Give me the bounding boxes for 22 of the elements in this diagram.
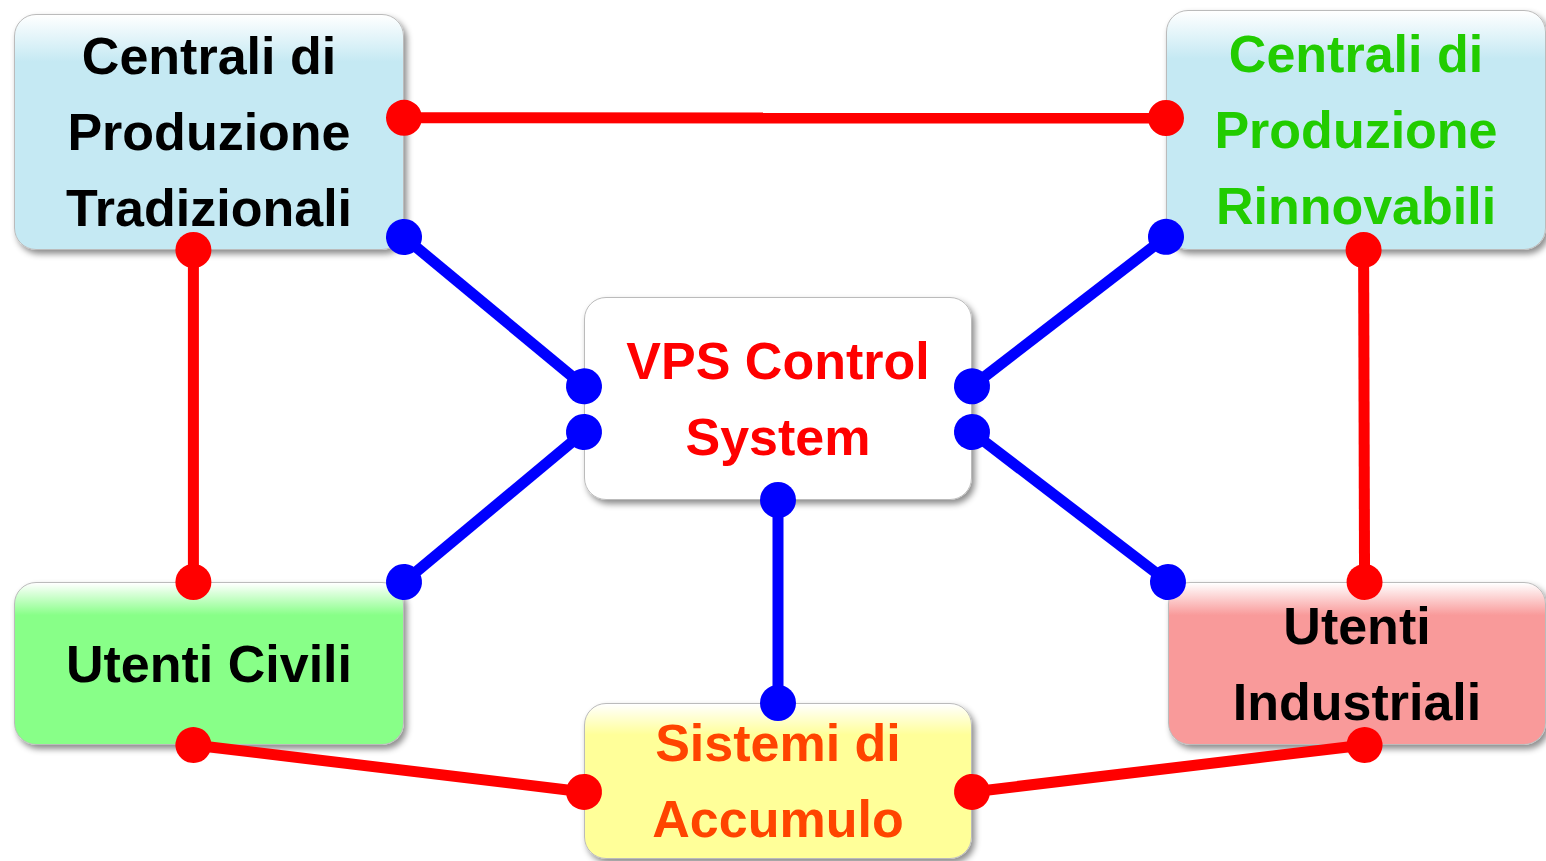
process-box [584,297,972,500]
connector [175,232,212,600]
connector [386,219,602,405]
box-label: Centrali di Produzione Rinnovabili [1213,24,1499,237]
connector [760,482,796,721]
process-box [14,14,404,250]
connector [954,218,1184,405]
process-box [14,582,404,745]
connector [954,414,1186,600]
box-label: Utenti Civili [65,633,353,695]
box-label: Sistemi di Accumulo [651,713,905,850]
box-label: Centrali di Produzione Tradizionali [64,26,354,239]
connector [954,727,1383,810]
connector [1345,232,1383,600]
connector [386,414,602,600]
connector [175,727,602,810]
process-box [1166,10,1546,250]
connector [386,99,1184,136]
box-label: Utenti Industriali [1231,595,1483,733]
process-box [1168,582,1546,745]
process-box [584,703,972,859]
box-label: VPS Control System [625,330,931,468]
